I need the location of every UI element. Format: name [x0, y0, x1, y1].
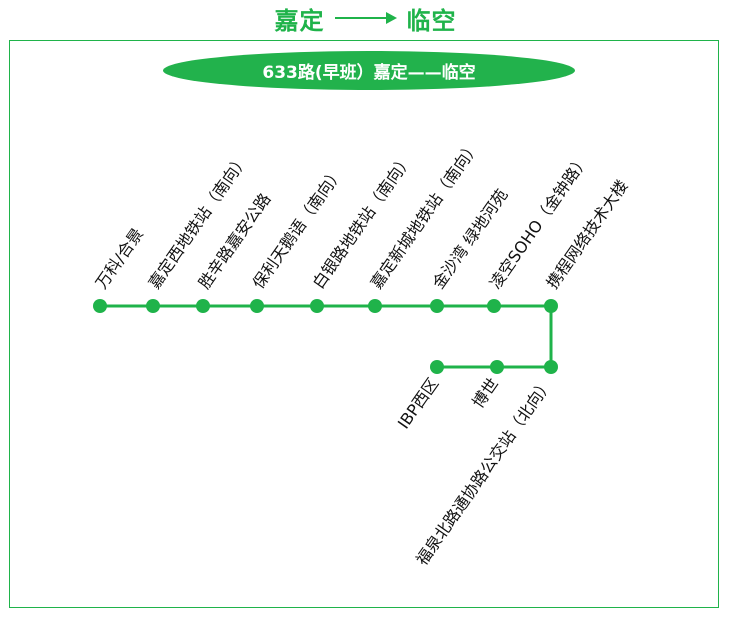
stop-dot: [368, 299, 382, 313]
stop-dot: [430, 360, 444, 374]
stop-dot: [490, 360, 504, 374]
stop-dot: [487, 299, 501, 313]
origin-label: 嘉定: [274, 6, 325, 35]
stop-dot: [250, 299, 264, 313]
route-title: 633路(早班）嘉定——临空: [262, 63, 476, 83]
route-title-banner: 633路(早班）嘉定——临空: [163, 51, 575, 90]
stop-label: 嘉定新城地铁站（南向）: [367, 137, 484, 292]
stop-dot: [544, 299, 558, 313]
stop-dot: [146, 299, 160, 313]
stop-dot: [544, 360, 558, 374]
stop-dot: [430, 299, 444, 313]
stop-dot: [196, 299, 210, 313]
stop-label: 博世: [468, 374, 502, 411]
stop-label: IBP西区: [394, 374, 442, 432]
stop-label: 万科/合景: [92, 225, 147, 293]
arrow-right-icon: [334, 11, 397, 25]
destination-label: 临空: [406, 6, 457, 35]
stop-dot: [310, 299, 324, 313]
route-map-frame: [9, 40, 719, 608]
stop-dot: [93, 299, 107, 313]
stop-label: 凌空SOHO（金钟路）: [486, 151, 593, 292]
route-header: 嘉定 临空: [0, 0, 731, 36]
